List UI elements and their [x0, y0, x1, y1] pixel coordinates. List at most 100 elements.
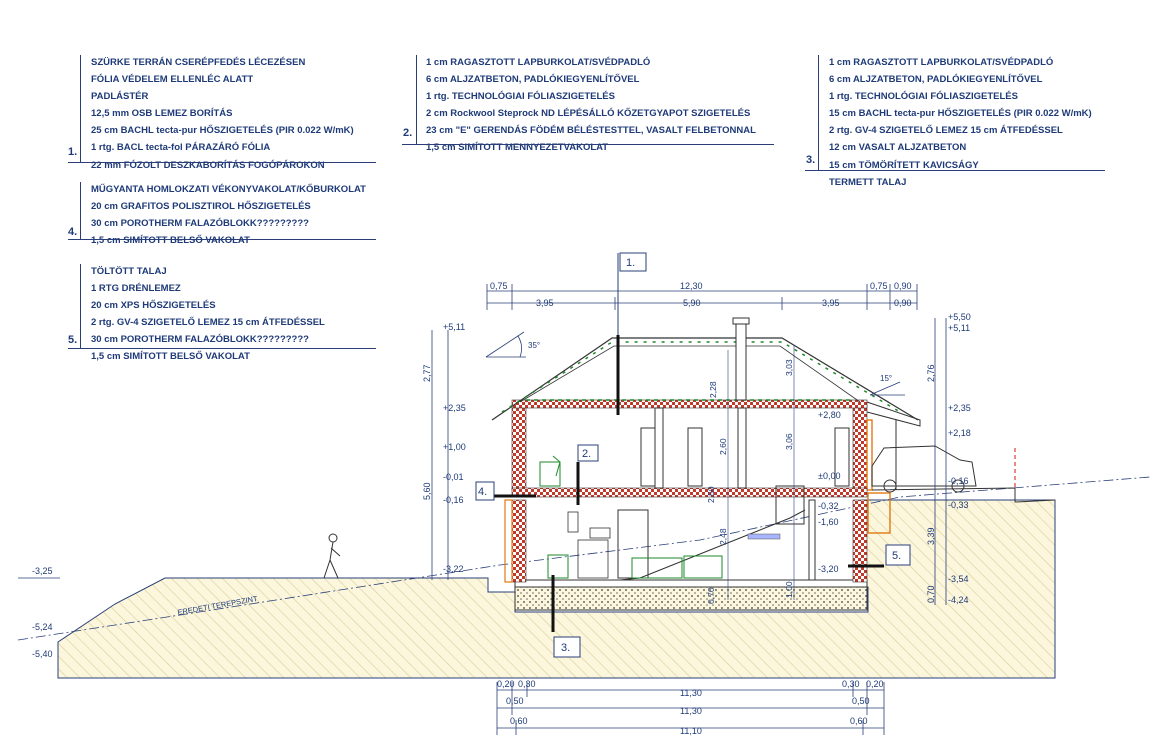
dim-top-6: 5,90 — [683, 298, 701, 308]
dim-bottom-9: 0,60 — [510, 716, 528, 726]
wall-right-upper — [852, 404, 868, 491]
dim-left-1: 2,77 — [422, 364, 432, 382]
wall-left-lower — [511, 499, 527, 583]
level-far-left-2: -5,24 — [32, 622, 53, 632]
note-2-number: 2. — [403, 127, 413, 139]
note-line: MŰGYANTA HOMLOKZATI VÉKONYVAKOLAT/KŐBURK… — [91, 184, 366, 195]
dim-inner-4: 3,06 — [784, 433, 794, 450]
note-block-1: SZÜRKE TERRÁN CSERÉPFEDÉS LÉCEZÉSEN FÓLI… — [91, 54, 354, 174]
note-1-number: 1. — [68, 146, 78, 158]
level-left-5: -0,16 — [443, 495, 464, 505]
note-block-3: 1 cm RAGASZTOTT LAPBURKOLAT/SVÉDPADLÓ 6 … — [829, 54, 1092, 191]
tag-5: 5. — [885, 544, 911, 566]
level-left-3: +1,00 — [443, 442, 466, 452]
svg-text:2.: 2. — [582, 448, 591, 460]
note-line: 1,5 cm SIMÍTOTT BELSŐ VAKOLAT — [91, 235, 250, 247]
note-line: 1 cm RAGASZTOTT LAPBURKOLAT/SVÉDPADLÓ — [426, 57, 651, 68]
note-5-underline — [68, 348, 376, 349]
person-icon — [323, 533, 341, 579]
note-line: 1,5 cm SIMÍTOTT MENNYEZETVAKOLAT — [426, 142, 609, 154]
level-inner-3: -0,32 — [818, 501, 839, 511]
note-line: 1 rtg. TECHNOLÓGIAI FÓLIASZIGETELÉS — [829, 91, 1018, 103]
level-right-7: -3,54 — [948, 574, 969, 584]
note-2-underline — [402, 144, 774, 145]
dim-bottom-6: 0,50 — [506, 696, 524, 706]
note-2-leader — [416, 55, 417, 145]
level-left-1: +5,11 — [443, 322, 465, 332]
note-block-4: MŰGYANTA HOMLOKZATI VÉKONYVAKOLAT/KŐBURK… — [91, 181, 366, 249]
level-inner-4: -1,60 — [818, 517, 839, 527]
roof-angle-left-label: 35° — [528, 341, 540, 350]
note-line: FÓLIA VÉDELEM ELLENLÉC ALATT — [91, 74, 254, 86]
terrace-edge — [871, 487, 1056, 503]
note-line: 15 cm TÖMÖRÍTETT KAVICSÁGY — [829, 159, 979, 171]
door-3 — [834, 427, 850, 487]
dim-inner-7: 0,70 — [706, 587, 716, 604]
dim-bottom-7: 11,30 — [680, 706, 702, 716]
note-block-2: 1 cm RAGASZTOTT LAPBURKOLAT/SVÉDPADLÓ 6 … — [426, 54, 756, 157]
level-right-3: +2,35 — [948, 403, 971, 413]
note-line: TÖLTÖTT TALAJ — [91, 266, 167, 277]
dim-top-8: 0,90 — [894, 298, 912, 308]
note-line: 2 cm Rockwool Steprock ND LÉPÉSÁLLÓ KŐZE… — [426, 108, 751, 120]
roof-inner — [519, 345, 861, 403]
note-line: 22 mm FÓZOLT DESZKABORÍTÁS FOGÓPÁROKON — [91, 159, 325, 171]
svg-text:4.: 4. — [478, 486, 487, 498]
level-right-1: +5,50 — [948, 312, 971, 322]
dim-left-2: 5,60 — [422, 482, 432, 500]
note-line: 15 cm BACHL tecta-pur HŐSZIGETELÉS (PIR … — [829, 108, 1092, 120]
dim-inner-3: 3,03 — [784, 359, 794, 376]
level-left-4: -0,01 — [443, 472, 464, 482]
dim-right-2: 3,39 — [926, 527, 936, 545]
note-line: 2 rtg. GV-4 SZIGETELŐ LEMEZ 15 cm ÁTFEDÉ… — [91, 317, 325, 329]
chimney — [735, 321, 747, 401]
carport-roof — [866, 401, 921, 427]
dim-inner-5: 2,48 — [718, 528, 728, 545]
note-1-underline — [68, 162, 376, 163]
note-4-number: 4. — [68, 226, 78, 238]
roof-angle-right-label: 15° — [880, 374, 892, 383]
door-1 — [640, 427, 656, 487]
blue-duct — [747, 533, 781, 540]
note-line: 25 cm BACHL tecta-pur HŐSZIGETELÉS (PIR … — [91, 125, 354, 137]
interior-wall-2 — [737, 407, 747, 489]
dim-bottom-8: 0,50 — [852, 696, 870, 706]
note-line: 20 cm XPS HŐSZIGETELÉS — [91, 300, 216, 312]
roof-angle-left — [485, 331, 526, 358]
bottom-dimension-lines — [496, 682, 885, 735]
note-5-number: 5. — [68, 334, 78, 346]
note-3-number: 3. — [806, 154, 816, 166]
dim-bottom-2: 0,30 — [518, 679, 536, 689]
note-line: 12 cm VASALT ALJZATBETON — [829, 142, 967, 154]
note-block-5: TÖLTÖTT TALAJ 1 RTG DRÉNLEMEZ 20 cm XPS … — [91, 263, 325, 366]
dim-inner-2: 2,28 — [708, 381, 718, 398]
note-4-underline — [68, 239, 376, 240]
dim-inner-6: 1,00 — [784, 581, 794, 598]
svg-text:5.: 5. — [892, 550, 901, 562]
level-inner-1: +2,80 — [818, 410, 841, 420]
dim-bottom-5: 0,20 — [866, 679, 884, 689]
note-line: 30 cm POROTHERM FALAZÓBLOKK????????? — [91, 334, 309, 346]
note-line: TERMETT TALAJ — [829, 176, 907, 188]
level-right-6: -0,33 — [948, 500, 969, 510]
level-right-4: +2,18 — [948, 428, 971, 438]
attic-slab — [511, 399, 868, 409]
note-1-leader — [80, 55, 81, 163]
car-icon — [871, 445, 977, 493]
note-3-leader — [818, 55, 819, 171]
roof-angle-right — [869, 381, 905, 396]
dim-bottom-4: 0,30 — [842, 679, 860, 689]
dim-inner-1: 2,60 — [718, 438, 728, 455]
level-right-5: -0,16 — [948, 476, 969, 486]
note-3-underline — [805, 170, 1105, 171]
level-right-8: -4,24 — [948, 595, 969, 605]
svg-text:1.: 1. — [626, 257, 635, 269]
note-5-leader — [80, 264, 81, 348]
kitchen-units — [567, 511, 611, 579]
level-right-2: +5,11 — [948, 323, 970, 333]
note-line: 12,5 mm OSB LEMEZ BORÍTÁS — [91, 108, 233, 120]
interior-wall-1 — [654, 407, 664, 489]
dim-top-3: 0,75 — [870, 281, 888, 291]
dim-bottom-3: 11,30 — [680, 688, 702, 698]
